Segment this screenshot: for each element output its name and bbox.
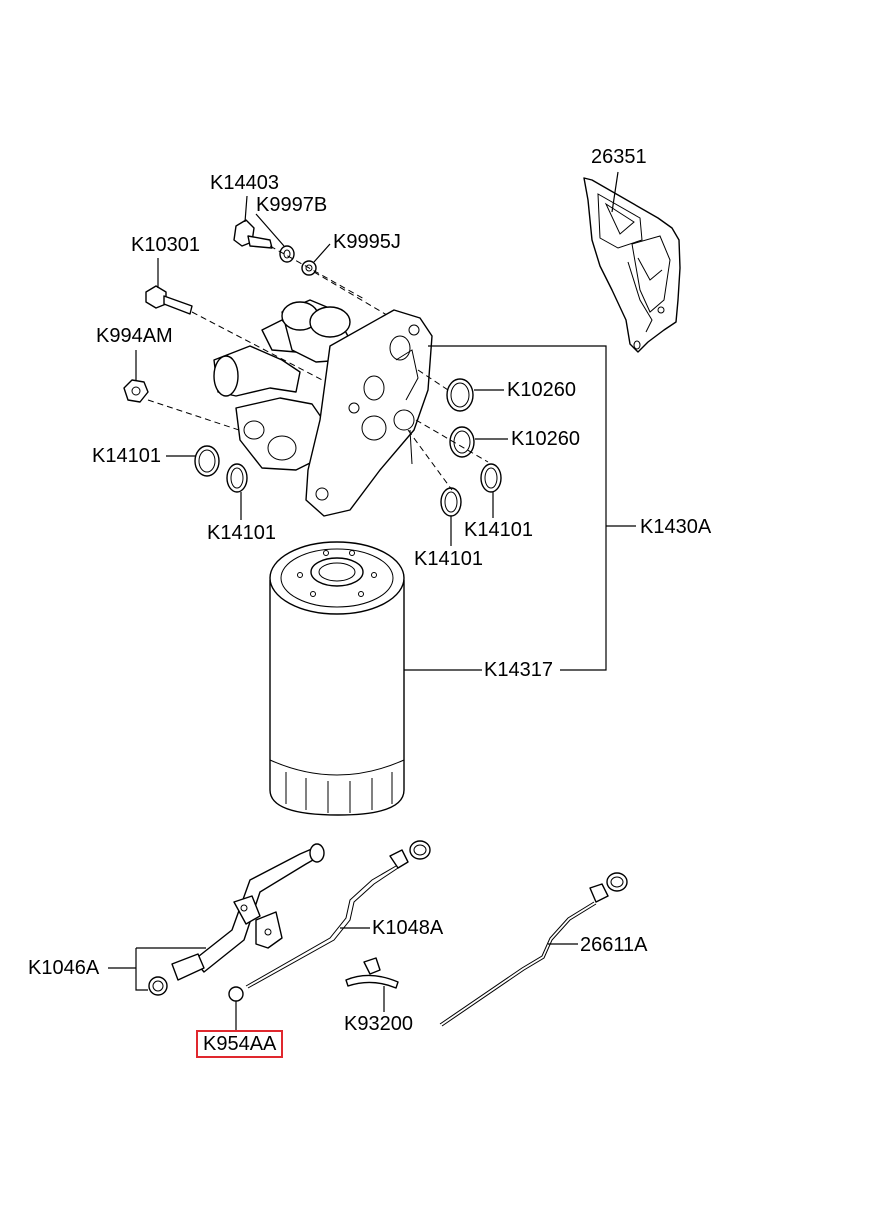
bolt-k10301 bbox=[145, 285, 193, 315]
oring-k14101-right bbox=[480, 463, 502, 493]
bolt-k14403 bbox=[233, 219, 273, 249]
oring-dipstick-tube bbox=[148, 976, 168, 996]
oil-filter-cartridge bbox=[269, 541, 405, 816]
label-26611a: 26611A bbox=[580, 934, 648, 956]
label-k9997b: K9997B bbox=[256, 194, 328, 216]
leader-26351 bbox=[611, 171, 619, 213]
washer-k9997b bbox=[279, 245, 295, 263]
label-k994am: K994AM bbox=[96, 325, 173, 347]
label-26351: 26351 bbox=[591, 146, 647, 168]
label-k14403: K14403 bbox=[210, 172, 279, 194]
bracket-k1430a bbox=[428, 345, 607, 671]
heat-shield-bracket bbox=[583, 177, 681, 353]
label-k954aa-highlighted[interactable]: K954AA bbox=[196, 1030, 284, 1058]
leader-k9997b bbox=[255, 213, 285, 247]
clip-k93200 bbox=[345, 957, 399, 989]
oring-k14101-lowerleft bbox=[226, 463, 248, 493]
label-k14101-middle: K14101 bbox=[414, 548, 483, 570]
label-k14101-lowerleft: K14101 bbox=[207, 522, 276, 544]
label-k93200: K93200 bbox=[344, 1013, 413, 1035]
dipstick-tube bbox=[171, 843, 325, 981]
nut-k994am bbox=[123, 379, 149, 403]
label-k1430a: K1430A bbox=[640, 516, 712, 538]
label-k10301: K10301 bbox=[131, 234, 200, 256]
label-k1046a: K1046A bbox=[28, 957, 100, 979]
label-k1048a: K1048A bbox=[372, 917, 444, 939]
leader-k14403 bbox=[244, 195, 248, 223]
dipstick-k1048a bbox=[245, 840, 431, 989]
label-k10260-upper: K10260 bbox=[507, 379, 576, 401]
label-k14101-right: K14101 bbox=[464, 519, 533, 541]
label-k14101-left: K14101 bbox=[92, 445, 161, 467]
dipstick-26611a bbox=[439, 872, 628, 1027]
oil-filter-housing bbox=[213, 299, 433, 517]
label-k10260-lower: K10260 bbox=[511, 428, 580, 450]
leader-k9995j bbox=[313, 243, 331, 263]
oring-k954aa bbox=[228, 986, 244, 1002]
label-k9995j: K9995J bbox=[333, 231, 401, 253]
label-k14317: K14317 bbox=[484, 659, 553, 681]
leader-k1046a bbox=[108, 947, 206, 991]
